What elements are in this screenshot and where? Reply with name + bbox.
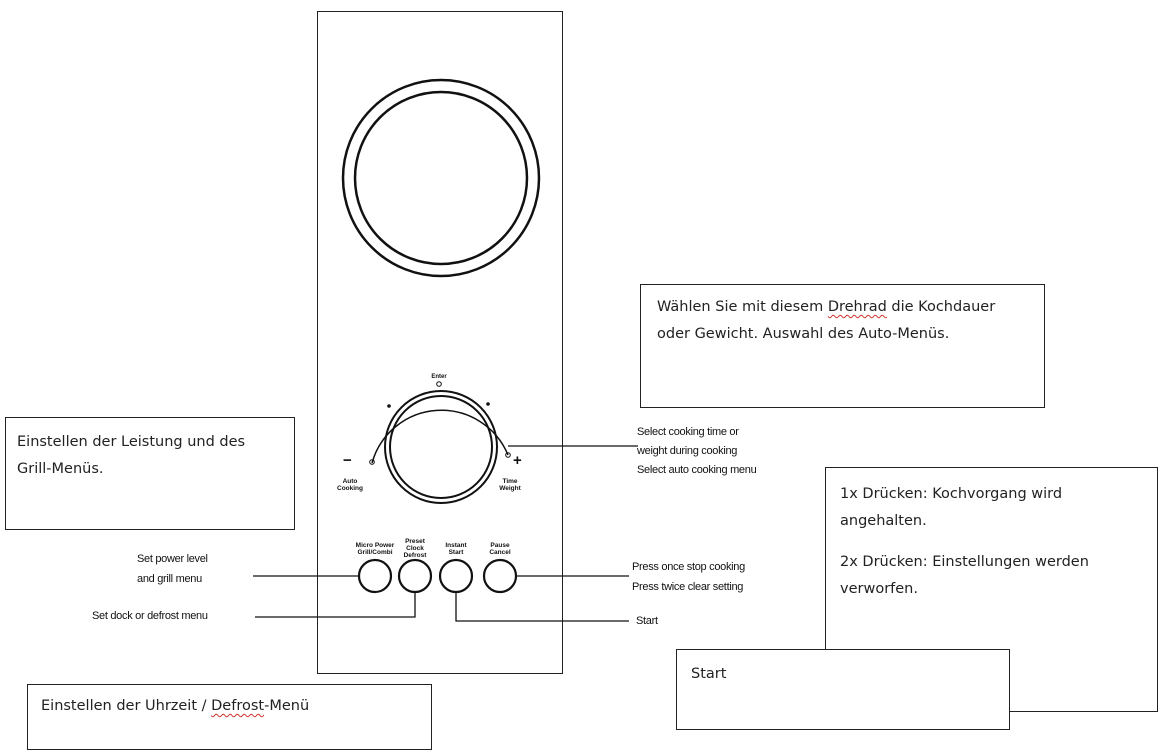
display-window-inner [353, 90, 529, 266]
display-window-outer [341, 78, 541, 278]
rotary-dial-outer [384, 390, 498, 504]
stop-text-line1: 1x Drücken: Kochvorgang wird angehalten. [840, 486, 1063, 529]
label-start: Start [636, 615, 658, 627]
start-button [438, 558, 474, 594]
rotary-dial-inner [389, 395, 493, 499]
label-stop-line2: Press twice clear setting [632, 581, 744, 593]
dial-tick-left [369, 459, 375, 465]
power-text: Einstellen der Leistung und des Grill-Me… [17, 434, 246, 477]
label-dial-line3: Select auto cooking menu [637, 464, 757, 476]
clock-text-after: -Menü [264, 698, 310, 714]
legend-plus: + [513, 452, 522, 469]
dial-tick-ur [486, 402, 490, 406]
leader-clock [255, 592, 416, 618]
dial-tick-right [505, 452, 511, 458]
box-dial-description: Wählen Sie mit diesem Drehrad die Kochda… [640, 284, 1045, 408]
label-dial-line1: Select cooking time or [637, 426, 739, 438]
legend-btn-power: Micro Power Grill/Combi [355, 542, 395, 556]
dial-text-misspelled: Drehrad [827, 299, 887, 315]
legend-btn-stop: Pause Cancel [489, 542, 511, 556]
dial-tick-top [436, 381, 442, 387]
label-clock: Set dock or defrost menu [92, 610, 208, 622]
legend-btn-start: Instant Start [445, 542, 467, 556]
dial-text-after: die Kochdauer oder Gewicht. Auswahl des … [657, 299, 996, 342]
legend-time-weight: Time Weight [499, 478, 521, 492]
stop-cancel-button [482, 558, 518, 594]
legend-btn-clock: Preset Clock Defrost [403, 538, 427, 559]
leader-start [455, 592, 629, 622]
label-power-line1: Set power level [137, 553, 208, 565]
control-panel [317, 11, 563, 674]
dial-tick-ul [387, 404, 391, 408]
label-dial-line2: weight during cooking [637, 445, 738, 457]
legend-minus: − [343, 452, 352, 469]
power-button [357, 558, 393, 594]
clock-defrost-button [397, 558, 433, 594]
box-power-description: Einstellen der Leistung und des Grill-Me… [5, 417, 295, 530]
legend-auto-cooking: Auto Cooking [337, 478, 363, 492]
clock-text-misspelled: Defrost [211, 698, 265, 714]
box-clock-description: Einstellen der Uhrzeit / Defrost-Menü [27, 684, 432, 750]
start-text: Start [691, 666, 727, 682]
legend-enter: Enter [431, 374, 447, 380]
label-stop-line1: Press once stop cooking [632, 561, 745, 573]
box-start-description: Start [676, 649, 1010, 730]
stop-text-line2: 2x Drücken: Einstellungen werden verworf… [840, 554, 1089, 597]
clock-text-before: Einstellen der Uhrzeit / [41, 698, 212, 714]
label-power-line2: and grill menu [137, 573, 202, 585]
dial-text-before: Wählen Sie mit diesem [657, 299, 828, 315]
